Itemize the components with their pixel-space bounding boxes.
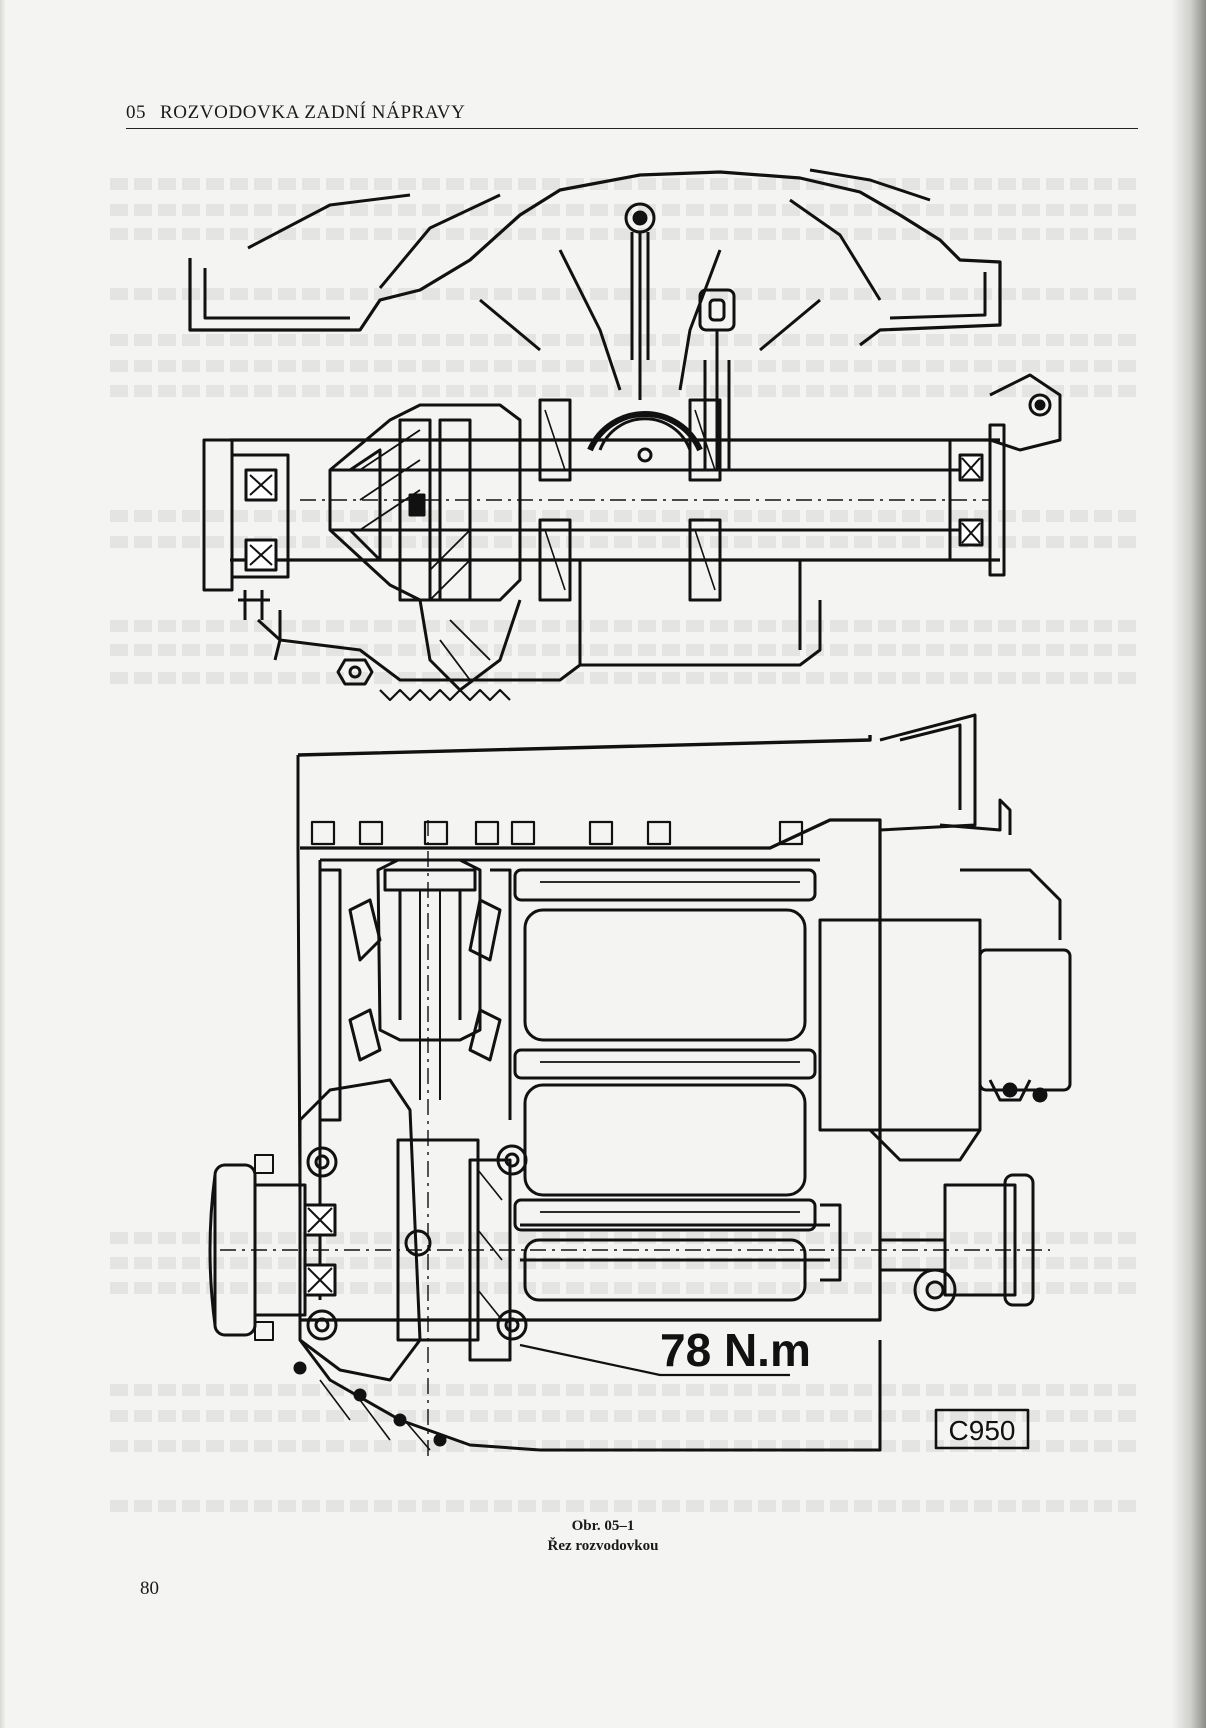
torque-value-label: 78 N.m: [660, 1324, 811, 1376]
bleed-through-line: [110, 620, 1140, 632]
page-number: 80: [140, 1578, 159, 1599]
bleed-through-line: [110, 1440, 1140, 1452]
book-spine-shadow: [1172, 0, 1206, 1728]
bleed-through-line: [110, 1257, 1140, 1269]
bleed-through-line: [110, 644, 1140, 656]
bleed-through-line: [110, 385, 1140, 397]
bleed-through-line: [110, 228, 1140, 240]
page-left-edge: [0, 0, 6, 1728]
final-drive-cross-section-drawing: 78 N.m C950: [188, 168, 1072, 1460]
bleed-through-line: [110, 204, 1140, 216]
chapter-header: 05 ROZVODOVKA ZADNÍ NÁPRAVY: [126, 100, 1138, 129]
bleed-through-line: [110, 360, 1140, 372]
bleed-through-line: [110, 1282, 1140, 1294]
figure-code-label: C950: [949, 1415, 1016, 1446]
chapter-number: 05: [126, 102, 146, 123]
bleed-through-line: [110, 510, 1140, 522]
bleed-through-line: [110, 1500, 1140, 1512]
figure-caption-title: Řez rozvodovkou: [547, 1538, 659, 1554]
bleed-through-line: [110, 536, 1140, 548]
lower-plan-section-view: [208, 713, 1072, 1460]
bleed-through-line: [110, 1384, 1140, 1396]
bleed-through-line: [110, 178, 1140, 190]
upper-side-section-view: [188, 168, 1062, 702]
bleed-through-line: [110, 334, 1140, 346]
figure-caption-number: Obr. 05–1: [571, 1518, 635, 1534]
chapter-title: ROZVODOVKA ZADNÍ NÁPRAVY: [160, 102, 466, 123]
bleed-through-line: [110, 1410, 1140, 1422]
bleed-through-line: [110, 288, 1140, 300]
